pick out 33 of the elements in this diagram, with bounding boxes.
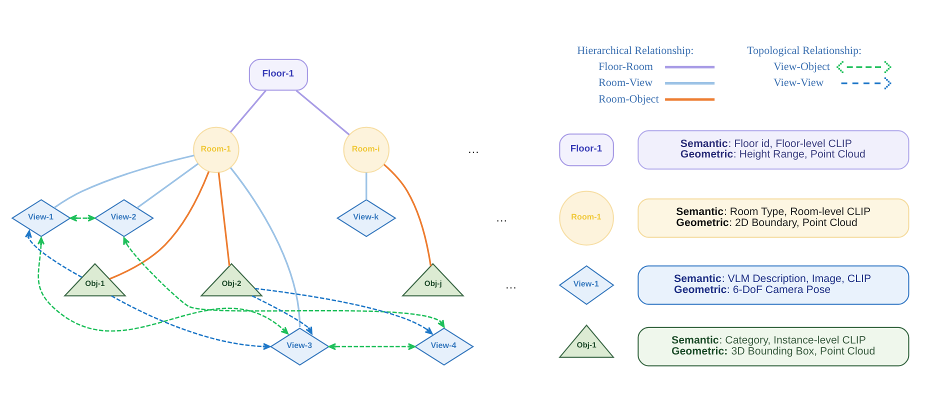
label: … <box>468 142 480 156</box>
node-box: Semantic: Category, Instance-level CLIP Geometric: 3D Bounding Box, Point Cloud <box>638 326 910 366</box>
connector <box>230 89 267 132</box>
label: … <box>505 276 517 291</box>
arrow <box>70 214 96 222</box>
connector <box>109 170 210 280</box>
connector <box>136 162 199 208</box>
connector <box>383 163 432 266</box>
legend-label: Floor-Room <box>598 60 654 72</box>
arrow <box>38 236 289 334</box>
node-box: Semantic: Floor id, Floor-level CLIP Geometric: Height Range, Point Cloud <box>638 130 910 170</box>
node-box: Floor-1 <box>248 58 308 90</box>
label: Topological Relationship: <box>747 44 862 56</box>
arrow <box>254 287 433 334</box>
arrow <box>252 294 312 334</box>
legend-label: Room-View <box>598 76 653 89</box>
connector <box>230 166 301 327</box>
node-box: Floor-1 <box>559 133 614 166</box>
label: … <box>496 210 508 224</box>
connector <box>54 154 194 208</box>
arrow <box>24 230 82 278</box>
legend-label: View-View <box>773 76 824 89</box>
connector <box>218 172 230 266</box>
legend-label: View-Object <box>773 60 830 72</box>
label: Hierarchical Relationship: <box>577 44 694 56</box>
arrow <box>123 236 445 328</box>
arrow <box>111 294 271 350</box>
node-box: Semantic: Room Type, Room-level CLIP Geometric: 2D Boundary, Point Cloud <box>638 198 910 238</box>
connector <box>296 89 350 135</box>
node-box: Semantic: VLM Description, Image, CLIP Geometric: 6-DoF Camera Pose <box>638 264 910 304</box>
legend-label: Room-Object <box>598 92 659 105</box>
arrow <box>328 342 416 350</box>
connector <box>366 172 368 200</box>
